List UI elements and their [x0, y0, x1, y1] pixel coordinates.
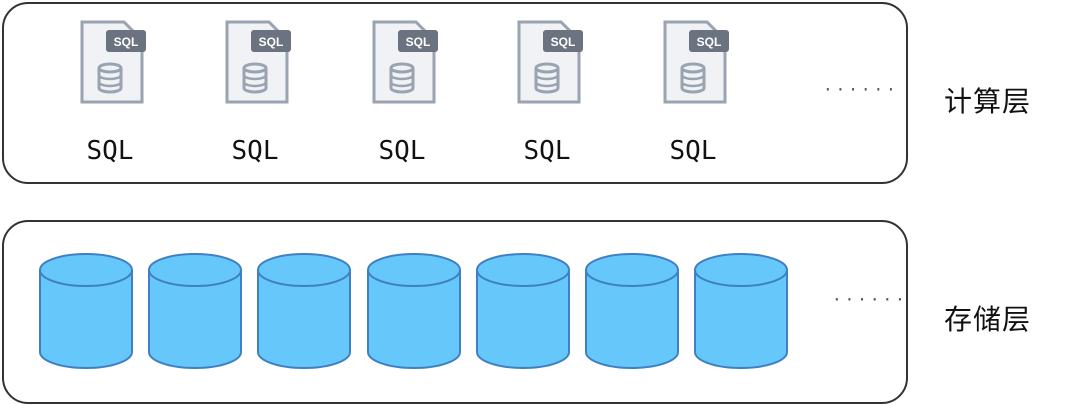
sql-file-icon: SQL [80, 20, 146, 104]
database-mini-icon [534, 62, 560, 94]
sql-node: SQL SQL [205, 20, 305, 170]
sql-badge-text: SQL [551, 35, 576, 49]
sql-node-caption: SQL [669, 136, 717, 166]
database-cylinder-icon [476, 253, 570, 369]
sql-node-caption: SQL [231, 136, 279, 166]
storage-ellipsis: ······ [832, 290, 908, 309]
sql-badge-text: SQL [259, 35, 284, 49]
database-mini-icon [242, 62, 268, 94]
sql-node: SQL SQL [497, 20, 597, 170]
sql-badge-text: SQL [697, 35, 722, 49]
database-cylinder-icon [367, 253, 461, 369]
sql-badge-text: SQL [406, 35, 431, 49]
sql-file-icon: SQL [225, 20, 291, 104]
database-cylinder-icon [585, 253, 679, 369]
storage-layer-label: 存储层 [944, 303, 1032, 336]
sql-node-caption: SQL [378, 136, 426, 166]
database-cylinder-icon [694, 253, 788, 369]
database-mini-icon [389, 62, 415, 94]
sql-node-caption: SQL [86, 136, 134, 166]
sql-file-icon: SQL [372, 20, 438, 104]
sql-node: SQL SQL [352, 20, 452, 170]
sql-file-icon: SQL [663, 20, 729, 104]
database-cylinder-icon [257, 253, 351, 369]
sql-file-icon: SQL [517, 20, 583, 104]
compute-layer-panel [2, 2, 908, 184]
sql-node-caption: SQL [523, 136, 571, 166]
database-mini-icon [680, 62, 706, 94]
sql-badge-text: SQL [114, 35, 139, 49]
database-mini-icon [97, 62, 123, 94]
compute-layer-label: 计算层 [944, 85, 1032, 118]
compute-ellipsis: ······ [823, 80, 899, 99]
sql-node: SQL SQL [643, 20, 743, 170]
database-cylinder-icon [148, 253, 242, 369]
sql-node: SQL SQL [60, 20, 160, 170]
database-cylinder-icon [39, 253, 133, 369]
